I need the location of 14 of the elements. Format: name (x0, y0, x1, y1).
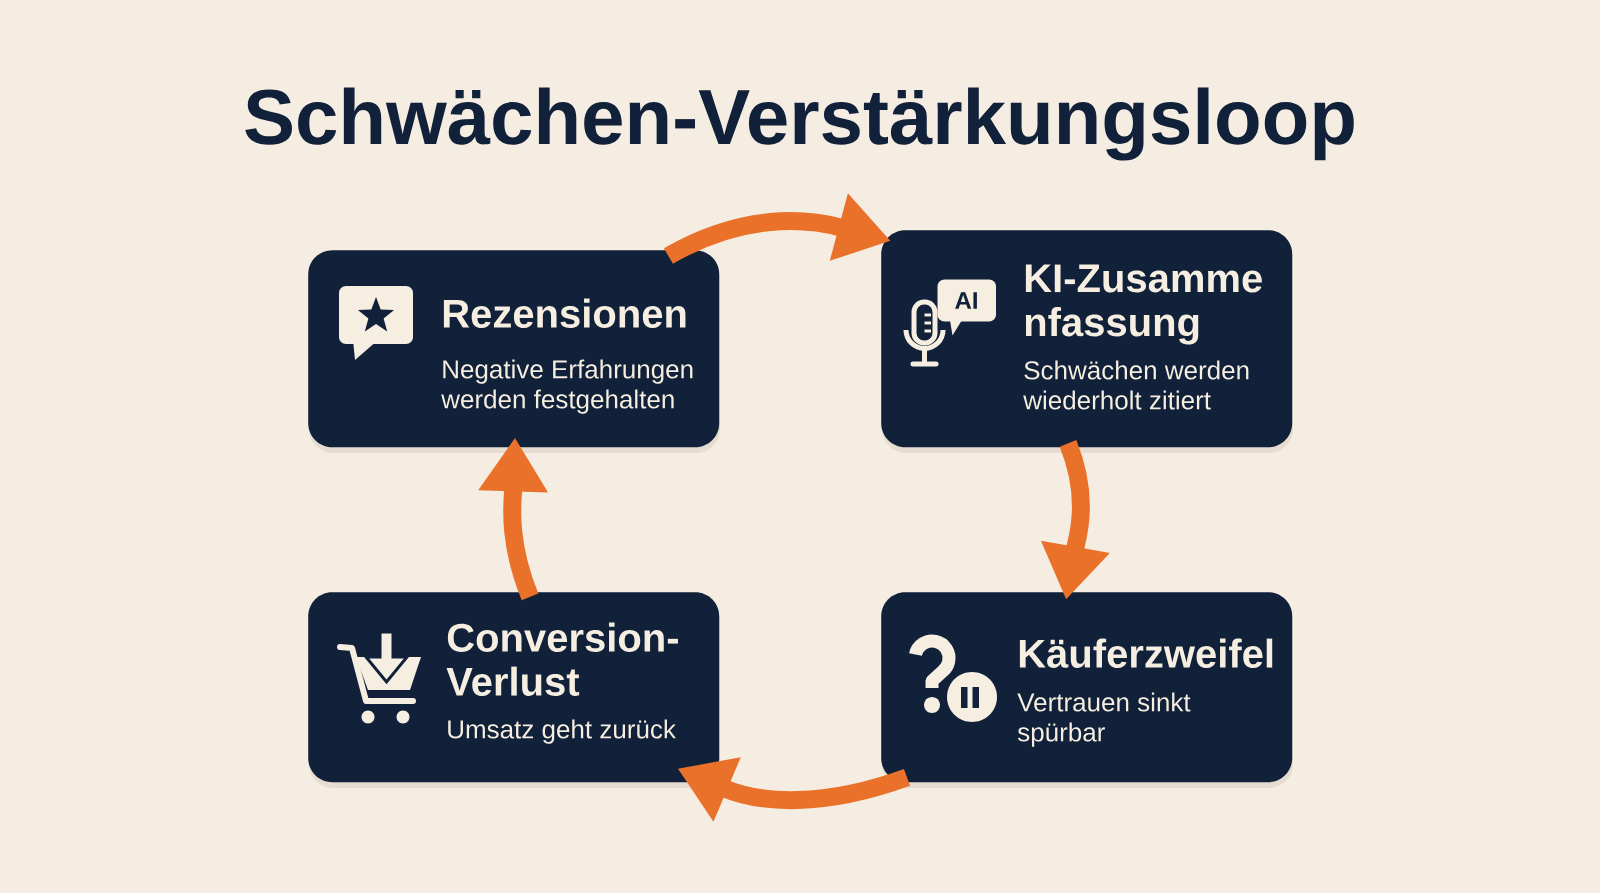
box-text: Negative Erfahrungen werden festgehalten (441, 359, 693, 414)
process-box (881, 230, 1293, 453)
box-heading: Käuferzweifel (1019, 638, 1273, 668)
box-heading: Rezensionen (443, 298, 686, 328)
box-heading: KI-Zusamme nfassung (1025, 264, 1262, 345)
title: Schwächen-Verstärkungsloop (245, 87, 1354, 161)
process-box (308, 250, 720, 453)
speech-bubble: AI (937, 279, 996, 336)
process-box (881, 592, 1293, 788)
box-text: Schwächen werden wiederholt zitiert (1023, 360, 1249, 410)
box-text: Vertrauen sinkt spürbar (1017, 692, 1191, 747)
box-heading: Conversion- Verlust (446, 622, 678, 696)
box-text: Umsatz geht zurück (448, 719, 676, 744)
process-box (308, 592, 720, 788)
